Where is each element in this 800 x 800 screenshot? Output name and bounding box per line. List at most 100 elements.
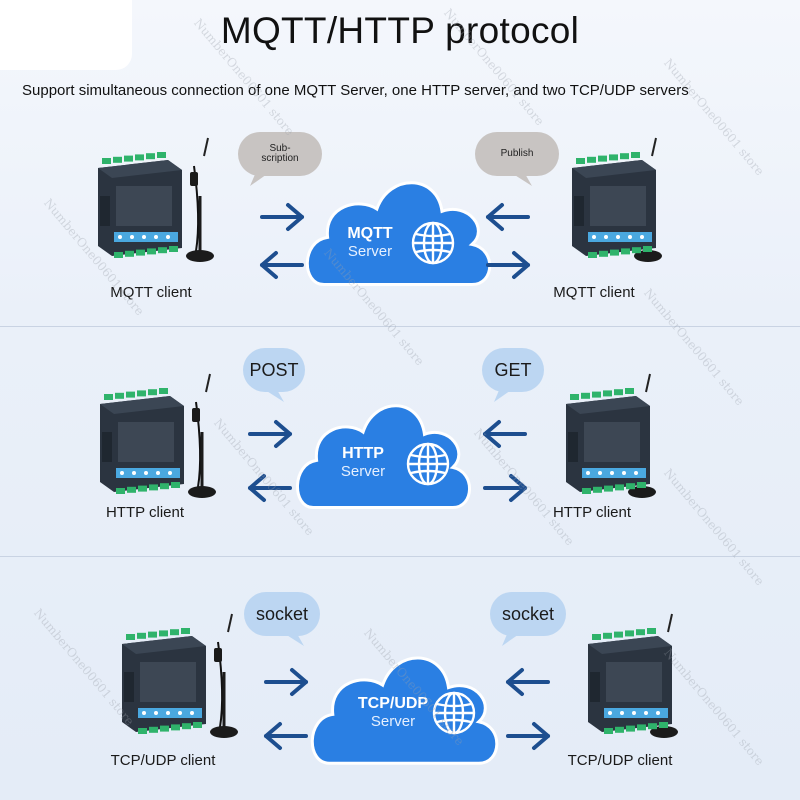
terminal-block	[588, 252, 597, 258]
status-led	[586, 471, 590, 475]
terminal-block	[159, 630, 168, 637]
terminal-block	[181, 628, 190, 634]
device-top	[100, 396, 184, 414]
globe-latitude	[410, 453, 446, 459]
page-subtitle: Support simultaneous connection of one M…	[22, 82, 689, 99]
status-led	[154, 235, 158, 239]
cloud-body	[310, 656, 499, 765]
arrow-head	[264, 722, 282, 750]
status-led	[616, 235, 620, 239]
terminal-block	[648, 723, 657, 730]
bubble-socket-left-text: socket	[255, 603, 309, 624]
mount-bracket	[124, 672, 134, 702]
terminal-block	[193, 722, 202, 728]
device-top	[572, 160, 656, 178]
terminal-block	[115, 392, 124, 399]
arrow-left-icon	[486, 203, 530, 231]
status-led	[118, 235, 122, 239]
mount-bracket	[590, 672, 600, 702]
gateway-device-icon	[122, 613, 238, 738]
antenna-icon	[205, 373, 211, 393]
status-led	[632, 711, 636, 715]
device-panel	[590, 186, 646, 226]
terminal-block	[136, 249, 145, 256]
terminal-block	[610, 249, 619, 256]
status-led	[656, 711, 660, 715]
status-led	[598, 471, 602, 475]
terminal-block	[171, 724, 180, 731]
terminal-block	[102, 158, 111, 164]
status-led	[130, 235, 134, 239]
antenna-icon	[667, 613, 673, 633]
arrow-head	[506, 668, 524, 696]
terminal-block	[148, 389, 157, 396]
terminal-block	[604, 485, 613, 492]
cloud-mqtt-subtitle: Server	[347, 243, 393, 261]
section-mqtt-art	[98, 137, 662, 287]
terminal-block	[104, 394, 113, 400]
arrow-head	[248, 474, 266, 502]
cloud-mqtt-title: MQTT	[347, 225, 393, 242]
bubble-socket-right: socket	[490, 592, 566, 636]
status-led	[144, 471, 148, 475]
terminal-block	[592, 391, 601, 398]
terminal-block	[631, 152, 640, 158]
client-label-left: MQTT client	[110, 284, 192, 301]
terminal-block	[625, 388, 634, 394]
arrow-right-icon	[483, 474, 527, 502]
device-panel	[140, 662, 196, 702]
section-divider	[0, 556, 800, 557]
status-led	[156, 471, 160, 475]
cloud-http-label: HTTP Server	[333, 444, 393, 481]
arrow-head	[512, 251, 530, 279]
status-led	[132, 471, 136, 475]
client-label-right: HTTP client	[552, 504, 632, 521]
arrow-right-icon	[506, 722, 550, 750]
arrow-head	[274, 420, 292, 448]
terminal-block	[148, 631, 157, 638]
bubble-post: POST	[243, 348, 305, 392]
terminal-block	[592, 634, 601, 640]
terminal-block	[127, 486, 136, 493]
terminal-block	[137, 632, 146, 639]
arrow-left-icon	[260, 251, 304, 279]
terminal-block	[604, 728, 613, 734]
client-label-right: MQTT client	[553, 284, 635, 301]
arrow-left-icon	[248, 474, 292, 502]
status-led	[168, 471, 172, 475]
globe-latitude	[415, 232, 451, 238]
status-led	[190, 711, 194, 715]
section-tcpudp-art	[122, 613, 678, 765]
terminal-block	[126, 391, 135, 398]
device-top	[98, 160, 182, 178]
device-top	[588, 636, 672, 654]
gateway-device-icon	[98, 137, 214, 262]
arrow-head	[483, 420, 501, 448]
section-mqtt: Sub- scription Publish MQTT Server MQTT …	[0, 120, 800, 326]
cloud-tcpudp-title: TCP/UDP	[357, 695, 429, 712]
terminal-block	[171, 482, 180, 488]
arrow-head	[290, 668, 308, 696]
terminal-block	[643, 246, 652, 252]
terminal-block	[599, 250, 608, 257]
terminal-block	[593, 486, 602, 493]
globe-latitude	[410, 469, 446, 475]
terminal-block	[138, 485, 147, 492]
section-tcpudp: socket socket TCP/UDP Server TCP/UDP cli…	[0, 586, 800, 800]
terminal-block	[614, 389, 623, 396]
antenna-connector	[190, 172, 198, 186]
arrow-right-icon	[264, 668, 308, 696]
bubble-get-text: GET	[494, 359, 532, 380]
status-led	[142, 711, 146, 715]
terminal-block	[113, 156, 122, 163]
section-divider	[0, 326, 800, 327]
device-panel	[118, 422, 174, 462]
terminal-block	[125, 250, 134, 257]
terminal-block	[149, 726, 158, 733]
status-led	[628, 235, 632, 239]
terminal-block	[637, 724, 646, 731]
gateway-device-icon	[588, 613, 678, 738]
mount-bracket	[568, 432, 578, 462]
bubble-subscription: Sub- scription	[238, 132, 322, 176]
arrow-head	[260, 251, 278, 279]
